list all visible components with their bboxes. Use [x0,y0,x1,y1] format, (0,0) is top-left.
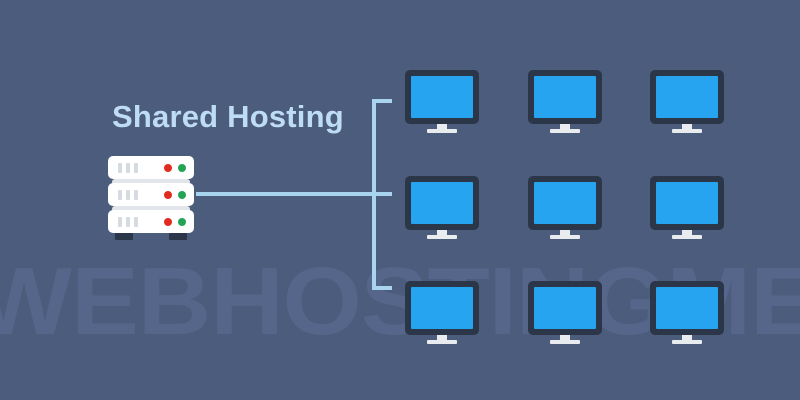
monitor[interactable] [528,176,602,239]
server-led-green [178,164,186,172]
server-stack-icon [108,156,194,240]
monitor[interactable] [528,70,602,133]
monitor-stand-base [427,235,457,239]
monitor-stand-base [672,340,702,344]
server-unit [108,183,194,206]
monitor-screen [411,76,473,118]
server-vent-bar [126,217,130,227]
monitor[interactable] [650,281,724,344]
monitor-screen [411,182,473,224]
server-vent-bar [126,163,130,173]
monitor-stand-neck [682,335,692,341]
monitor-screen [534,76,596,118]
monitor[interactable] [405,70,479,133]
monitor-stand-base [427,340,457,344]
server-unit-shadow [112,206,190,212]
monitor-bezel [405,281,479,335]
monitor-bezel [528,70,602,124]
server-unit-shadow [112,179,190,185]
server-led-green [178,191,186,199]
server-led-red [164,164,172,172]
monitor-stand-neck [560,124,570,130]
page-title: Shared Hosting [112,99,344,134]
server-vent-bar [118,163,122,173]
monitor-stand-neck [682,230,692,236]
monitor-bezel [650,176,724,230]
monitor-stand-base [672,129,702,133]
server-vent-bar [134,217,138,227]
server-unit [108,156,194,179]
server-vent-bar [126,190,130,200]
server-foot [115,233,133,240]
server-foot [169,233,187,240]
monitor-stand-neck [437,124,447,130]
server-vent-bars [118,190,138,200]
server-led-green [178,218,186,226]
monitor-bezel [528,176,602,230]
server-vent-bar [134,163,138,173]
monitor-stand-base [427,129,457,133]
monitor-stand-base [550,129,580,133]
monitor[interactable] [405,176,479,239]
monitor[interactable] [405,281,479,344]
monitor-stand-neck [682,124,692,130]
monitor-screen [534,287,596,329]
server-led-red [164,191,172,199]
monitor-bezel [650,281,724,335]
monitor-stand-neck [560,335,570,341]
server-vent-bar [118,217,122,227]
server-vent-bars [118,217,138,227]
monitor[interactable] [650,176,724,239]
monitor-bezel [528,281,602,335]
monitor-stand-neck [437,230,447,236]
monitor-screen [534,182,596,224]
monitor-stand-base [550,235,580,239]
monitor-bezel [650,70,724,124]
monitor[interactable] [650,70,724,133]
server-vent-bar [134,190,138,200]
monitor-stand-base [672,235,702,239]
monitor-stand-neck [560,230,570,236]
server-vent-bars [118,163,138,173]
server-vent-bar [118,190,122,200]
monitor-bezel [405,70,479,124]
monitor-screen [411,287,473,329]
monitor-screen [656,287,718,329]
monitor-screen [656,182,718,224]
server-unit [108,210,194,233]
monitor-stand-neck [437,335,447,341]
monitor-bezel [405,176,479,230]
monitor[interactable] [528,281,602,344]
monitor-stand-base [550,340,580,344]
monitor-screen [656,76,718,118]
server-led-red [164,218,172,226]
